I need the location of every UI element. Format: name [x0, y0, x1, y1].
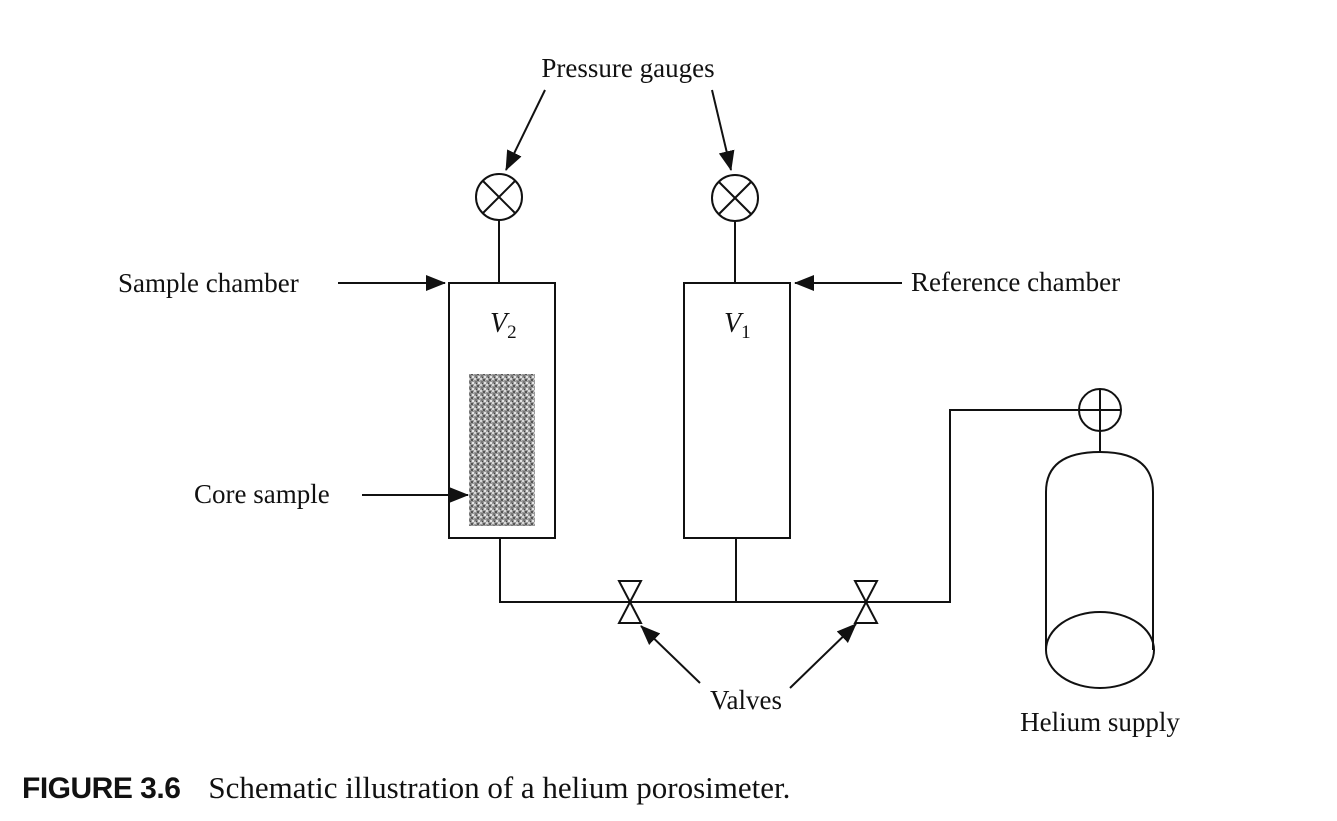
helium-cylinder — [1045, 450, 1155, 689]
sample-chamber-label: Sample chamber — [118, 268, 299, 298]
pressure-gauge-sample — [475, 173, 523, 283]
valve-arrow-right — [789, 623, 857, 689]
figure-caption: FIGURE 3.6 Schematic illustration of a he… — [22, 770, 790, 806]
valves-label: Valves — [710, 685, 782, 715]
pressure-gauge-reference — [711, 174, 759, 283]
valve-right — [853, 580, 879, 624]
core-sample-label: Core sample — [194, 479, 330, 509]
helium-supply-label: Helium supply — [1020, 707, 1180, 737]
core-sample — [469, 374, 535, 526]
pressure-gauge-arrow-right — [711, 89, 735, 171]
regulator-valve — [1078, 388, 1122, 452]
pressure-gauge-arrow-left — [505, 89, 546, 171]
sample-chamber — [448, 282, 556, 539]
gas-line — [499, 409, 1078, 603]
pressure-gauges-label: Pressure gauges — [541, 53, 714, 83]
figure-number: FIGURE 3.6 — [22, 772, 181, 805]
reference-chamber-label: Reference chamber — [911, 267, 1120, 297]
sample-chamber-volume-label: V2 — [490, 308, 517, 343]
reference-chamber-volume-label: V1 — [724, 308, 751, 343]
valve-left — [617, 580, 643, 624]
valve-arrow-left — [640, 625, 701, 684]
figure-caption-text: Schematic illustration of a helium poros… — [208, 770, 791, 805]
